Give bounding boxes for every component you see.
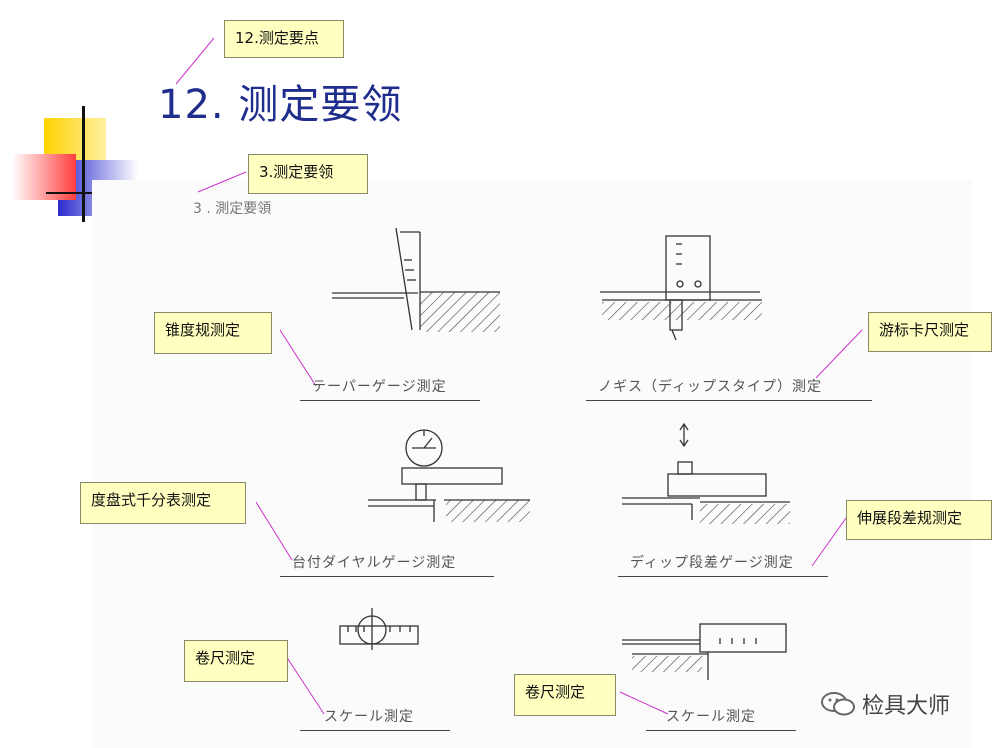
caption-underline (300, 730, 450, 731)
callout-taper: 锥度规测定 (154, 312, 272, 354)
leader-top-note (175, 37, 215, 85)
caption-scale-right: スケール測定 (666, 709, 756, 725)
caption-underline (300, 400, 480, 401)
caption-underline (280, 576, 494, 577)
deco-horizontal-line (46, 192, 96, 194)
caption-dial: 台付ダイヤルゲージ測定 (292, 555, 457, 571)
leader-scale-right (619, 691, 669, 715)
leader-step (811, 517, 847, 567)
deco-vertical-line (82, 106, 85, 222)
wechat-icon (821, 692, 855, 716)
caption-step: ディップ段差ゲージ測定 (630, 555, 794, 571)
leader-dial (255, 501, 293, 561)
callout-scale-left: 卷尺测定 (184, 640, 288, 682)
dial-gauge-drawing (368, 429, 530, 522)
page-title: 12. 测定要领 (158, 82, 403, 128)
scan-heading: 3 . 測定要領 (193, 201, 272, 217)
callout-scale-right: 卷尺测定 (514, 674, 616, 716)
leader-section-note (197, 171, 247, 193)
callout-section-note: 3.测定要领 (248, 154, 368, 194)
leader-vernier (815, 329, 863, 379)
callout-top-note: 12.测定要点 (224, 20, 344, 58)
taper-gauge-drawing (332, 227, 500, 332)
caption-vernier: ノギス（ディップスタイプ）測定 (598, 379, 823, 395)
caption-underline (586, 400, 872, 401)
watermark-text: 检具大师 (862, 694, 951, 719)
leader-scale-left (285, 655, 325, 715)
scale-left-drawing (339, 608, 419, 650)
scale-right-drawing (622, 623, 787, 680)
caption-underline (618, 576, 828, 577)
callout-vernier: 游标卡尺测定 (868, 312, 992, 352)
callout-dial: 度盘式千分表测定 (80, 482, 246, 524)
caption-taper: テーパーゲージ測定 (312, 379, 447, 395)
vernier-caliper-drawing (600, 235, 762, 341)
step-gauge-drawing (622, 422, 790, 524)
caption-underline (646, 730, 796, 731)
watermark: 检具大师 (820, 688, 950, 720)
caption-scale-left: スケール測定 (324, 709, 414, 725)
callout-step: 伸展段差规测定 (846, 500, 992, 540)
leader-taper (279, 329, 317, 387)
